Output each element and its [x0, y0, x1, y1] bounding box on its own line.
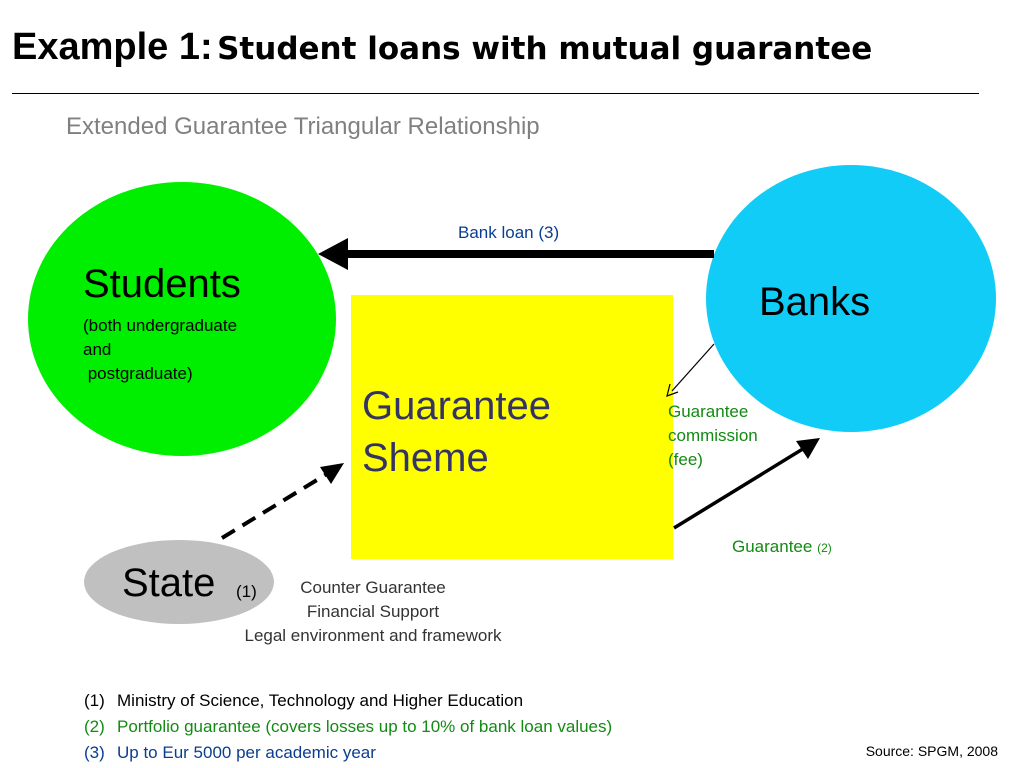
state-support-arrow — [220, 463, 344, 540]
footnote-number: (1) — [84, 691, 105, 710]
students-node — [28, 182, 336, 456]
bank-loan-label: Bank loan (3) — [458, 223, 560, 242]
state-roles-label: Counter Guarantee Financial Support Lega… — [244, 578, 502, 645]
footnote-item: (2) Portfolio guarantee (covers losses up… — [84, 714, 612, 740]
state-label: State — [122, 561, 216, 605]
guarantee-text: Guarantee — [732, 537, 813, 556]
state-footnote-ref: (1) — [236, 582, 257, 601]
footnotes: (1) Ministry of Science, Technology and H… — [84, 688, 612, 766]
guarantee-scheme-label: Guarantee Sheme — [362, 384, 552, 480]
students-label: Students — [83, 262, 241, 306]
bank-loan-arrow — [318, 238, 714, 270]
footnote-number: (2) — [84, 717, 105, 736]
commission-arrow — [666, 343, 715, 397]
footnote-item: (3) Up to Eur 5000 per academic year — [84, 740, 612, 766]
footnote-text: Up to Eur 5000 per academic year — [117, 743, 376, 762]
state-node — [84, 540, 274, 624]
footnote-item: (1) Ministry of Science, Technology and H… — [84, 688, 612, 714]
subtitle: Extended Guarantee Triangular Relationsh… — [66, 113, 540, 140]
guarantee-arrow — [673, 438, 820, 530]
title-prefix: Example 1: — [12, 26, 213, 68]
banks-label: Banks — [759, 280, 871, 324]
students-description: (both undergraduate and postgraduate) — [83, 316, 238, 383]
banks-node — [706, 165, 996, 432]
source-note: Source: SPGM, 2008 — [865, 743, 998, 759]
guarantee-footnote-ref: (2) — [817, 541, 832, 555]
title-main: Student loans with mutual guarantee — [217, 31, 873, 67]
commission-label: Guarantee commission (fee) — [668, 402, 758, 469]
guarantee-scheme-node — [351, 295, 673, 559]
footnote-text: Ministry of Science, Technology and High… — [117, 691, 524, 710]
footnote-number: (3) — [84, 743, 105, 762]
footnote-text: Portfolio guarantee (covers losses up to… — [117, 717, 613, 736]
guarantee-label: Guarantee (2) — [732, 537, 832, 557]
page-title: Example 1: Student loans with mutual gua… — [12, 26, 872, 69]
title-divider — [12, 93, 979, 94]
